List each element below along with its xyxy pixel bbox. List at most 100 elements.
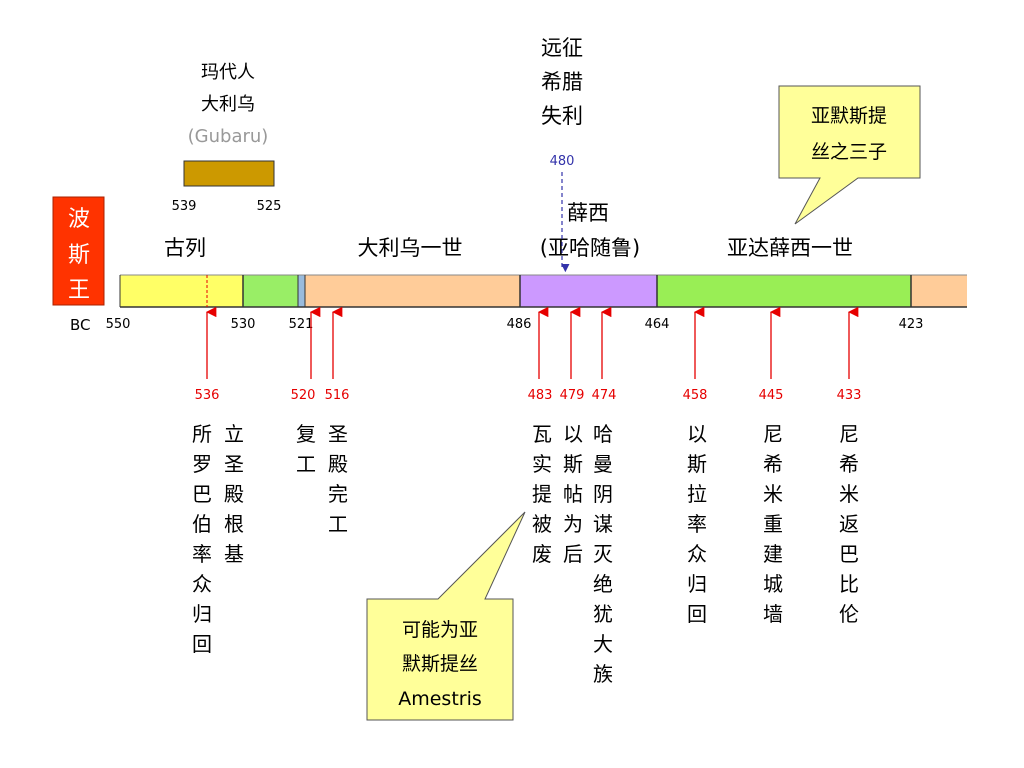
darius2-segment [911, 275, 967, 307]
artaxerxes-segment [657, 275, 911, 307]
event-text-char: 完 [328, 482, 348, 506]
event-text-char: 希 [839, 452, 859, 476]
timeline-bar [119, 274, 967, 308]
king-artaxerxes: 亚达薛西一世 [727, 236, 853, 260]
event-text-char: 哈 [593, 422, 613, 446]
event-text-char: 所 [192, 422, 212, 446]
gubaru-bar [183, 160, 275, 187]
amestris-line1: 可能为亚 [402, 619, 478, 641]
event-text-char: 基 [224, 542, 244, 566]
event-text-char: 罗 [192, 452, 212, 476]
mede-start-year: 539 [172, 199, 197, 214]
event-text-char: 以 [563, 422, 583, 446]
king-xerxes-line2: (亚哈随鲁) [540, 236, 640, 260]
event-text-char: 帖 [563, 482, 583, 506]
event-year: 536 [195, 388, 220, 403]
event-text-char: 米 [839, 482, 859, 506]
event-text-char: 根 [224, 512, 244, 536]
event-year: 445 [759, 388, 784, 403]
event-year: 483 [528, 388, 553, 403]
event-text-char: 伦 [839, 602, 859, 626]
event-text-char: 拉 [687, 482, 707, 506]
event-year: 479 [560, 388, 585, 403]
event-text-char: 废 [532, 542, 552, 566]
year-486: 486 [507, 317, 532, 332]
callout-amestris: 可能为亚 默斯提丝 Amestris [366, 511, 526, 721]
event-text-char: 众 [687, 542, 707, 566]
event-text-char: 瓦 [532, 422, 552, 446]
event-text-char: 率 [687, 512, 707, 536]
persian-kings-char-1: 波 [68, 207, 90, 232]
gaumata-segment [298, 275, 305, 307]
king-xerxes-line1: 薛西 [567, 201, 609, 225]
event-year: 516 [325, 388, 350, 403]
event-text-char: 大 [593, 632, 613, 656]
king-cyrus: 古列 [164, 236, 206, 260]
event-text-char: 众 [192, 572, 212, 596]
event-text-char: 曼 [593, 452, 613, 476]
king-darius: 大利乌一世 [358, 236, 463, 260]
cambyses-segment [243, 275, 298, 307]
callout-three-sons: 亚默斯提 丝之三子 [778, 85, 921, 225]
event-text-char: 回 [192, 632, 212, 656]
event-text-char: 巴 [839, 542, 859, 566]
event-text-char: 阴 [593, 482, 613, 506]
three-sons-line2: 丝之三子 [811, 141, 887, 163]
three-sons-line1: 亚默斯提 [811, 105, 887, 127]
event-text-char: 尼 [763, 422, 783, 446]
persian-kings-box: 波 斯 王 [52, 196, 105, 306]
event-text-char: 立 [224, 422, 244, 446]
event-text-char: 族 [593, 662, 613, 686]
year-423: 423 [899, 317, 924, 332]
event-text-char: 归 [192, 602, 212, 626]
amestris-line3: Amestris [398, 688, 482, 710]
greece-year: 480 [550, 154, 575, 169]
event-text-char: 城 [763, 572, 783, 596]
event-text-char: 比 [839, 572, 859, 596]
event-text-char: 绝 [593, 572, 613, 596]
event-text-char: 回 [687, 602, 707, 626]
darius-the-mede: 玛代人 大利乌 (Gubaru) 539 525 [172, 62, 282, 214]
greece-line2: 希腊 [541, 70, 583, 94]
event-text-char: 率 [192, 542, 212, 566]
event-text-char: 希 [763, 452, 783, 476]
event-text-char: 殿 [224, 482, 244, 506]
mede-line1: 玛代人 [201, 62, 255, 83]
darius-segment [305, 275, 520, 307]
event-text-char: 实 [532, 452, 552, 476]
mede-note: (Gubaru) [188, 126, 269, 147]
event-text-char: 墙 [763, 602, 783, 626]
event-markers: 536所罗巴伯率众归回立圣殿根基520复工516圣殿完工483瓦实提被废479以… [192, 306, 862, 686]
year-521: 521 [289, 317, 314, 332]
event-text-char: 犹 [593, 602, 613, 626]
event-text-char: 工 [328, 512, 348, 536]
year-550: 550 [106, 317, 131, 332]
event-text-char: 谋 [593, 512, 613, 536]
event-year: 433 [837, 388, 862, 403]
greece-line3: 失利 [541, 104, 583, 128]
greece-expedition: 远征 希腊 失利 480 [541, 36, 583, 273]
cyrus-segment [120, 275, 243, 307]
event-text-char: 为 [563, 512, 583, 536]
event-text-char: 圣 [224, 452, 244, 476]
event-text-char: 尼 [839, 422, 859, 446]
event-text-char: 返 [839, 512, 859, 536]
event-text-char: 被 [532, 512, 552, 536]
mede-end-year: 525 [257, 199, 282, 214]
event-text-char: 建 [763, 542, 783, 566]
mede-line2: 大利乌 [201, 94, 255, 115]
event-text-char: 以 [687, 422, 707, 446]
event-text-char: 灭 [593, 542, 613, 566]
event-text-char: 斯 [563, 452, 583, 476]
event-text-char: 圣 [328, 422, 348, 446]
event-text-char: 工 [296, 452, 316, 476]
event-text-char: 复 [296, 422, 316, 446]
event-year: 458 [683, 388, 708, 403]
